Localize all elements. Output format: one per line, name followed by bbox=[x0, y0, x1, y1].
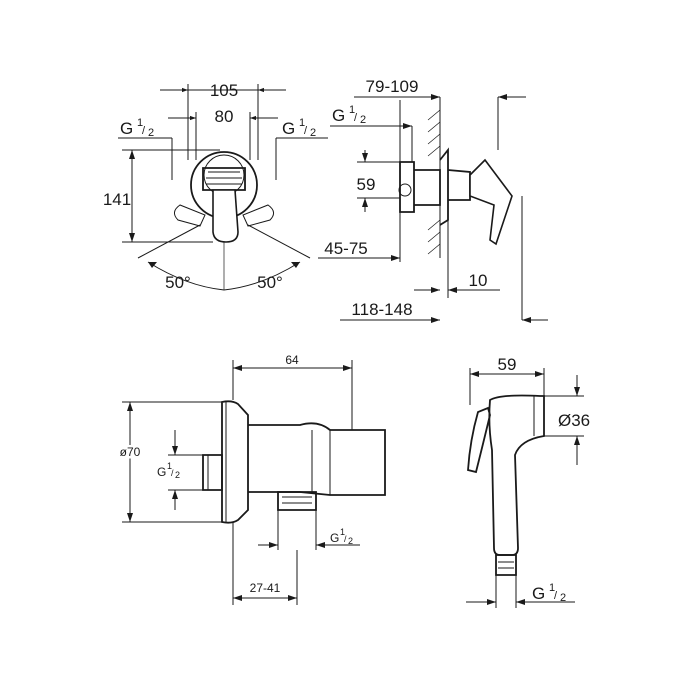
dim-10: 10 bbox=[469, 271, 488, 290]
lever-handle bbox=[212, 189, 239, 243]
elbow-view: 64 ø70 G 1 / 2 G 1 / 2 bbox=[117, 353, 386, 605]
svg-text:1: 1 bbox=[299, 117, 305, 129]
svg-text:/: / bbox=[142, 125, 146, 137]
svg-text:G: G bbox=[120, 119, 133, 138]
svg-text:G: G bbox=[157, 465, 166, 479]
svg-text:G: G bbox=[282, 119, 295, 138]
angle-left: 50° bbox=[165, 273, 191, 292]
svg-text:/: / bbox=[554, 590, 558, 602]
svg-text:/: / bbox=[344, 534, 347, 544]
dim-64: 64 bbox=[285, 353, 299, 367]
svg-text:1: 1 bbox=[137, 117, 143, 129]
svg-text:2: 2 bbox=[348, 536, 353, 546]
svg-text:1: 1 bbox=[549, 582, 555, 594]
svg-text:G: G bbox=[330, 531, 339, 545]
elbow-thread-in-label: G 1 / 2 bbox=[157, 461, 180, 480]
svg-text:/: / bbox=[304, 125, 308, 137]
svg-text:/: / bbox=[171, 468, 174, 478]
dim-45-75: 45-75 bbox=[324, 239, 367, 258]
dim-105: 105 bbox=[210, 81, 238, 100]
wall-section bbox=[427, 109, 441, 258]
dim-59-handshower: 59 bbox=[498, 355, 517, 374]
handshower-view: 59 Ø36 G 1 / 2 bbox=[466, 355, 590, 608]
angle-right: 50° bbox=[257, 273, 283, 292]
svg-text:1: 1 bbox=[340, 527, 345, 537]
dim-80: 80 bbox=[215, 107, 234, 126]
svg-text:G: G bbox=[532, 584, 545, 603]
dim-diameter-70: ø70 bbox=[120, 445, 141, 459]
side-lever bbox=[469, 158, 513, 246]
dim-141: 141 bbox=[103, 190, 131, 209]
svg-text:2: 2 bbox=[310, 127, 316, 139]
handshower-thread-label: G 1 / 2 bbox=[532, 582, 566, 604]
thread-label-right: G 1 / 2 bbox=[282, 117, 316, 139]
dim-diameter-36: Ø36 bbox=[558, 411, 590, 430]
dim-59-side: 59 bbox=[357, 175, 376, 194]
handshower-head bbox=[488, 394, 545, 556]
side-thread-label: G 1 / 2 bbox=[332, 104, 366, 126]
side-view: 79-109 118-148 G 1 / 2 59 45-75 bbox=[318, 77, 548, 323]
svg-text:2: 2 bbox=[560, 592, 566, 604]
dim-79-109: 79-109 bbox=[366, 77, 419, 96]
svg-text:2: 2 bbox=[148, 127, 154, 139]
svg-text:2: 2 bbox=[360, 114, 366, 126]
thread-label-left: G 1 / 2 bbox=[120, 117, 154, 139]
elbow-thread-out-label: G 1 / 2 bbox=[330, 527, 353, 546]
svg-text:2: 2 bbox=[175, 470, 180, 480]
svg-text:1: 1 bbox=[167, 461, 172, 471]
svg-text:/: / bbox=[354, 112, 358, 124]
front-view: 105 80 G 1 / 2 G 1 / 2 141 bbox=[103, 81, 328, 292]
svg-text:1: 1 bbox=[349, 104, 355, 116]
dim-118-148: 118-148 bbox=[351, 300, 412, 319]
dim-27-41: 27-41 bbox=[250, 581, 281, 595]
elbow-flange bbox=[221, 400, 249, 524]
svg-text:G: G bbox=[332, 106, 345, 125]
